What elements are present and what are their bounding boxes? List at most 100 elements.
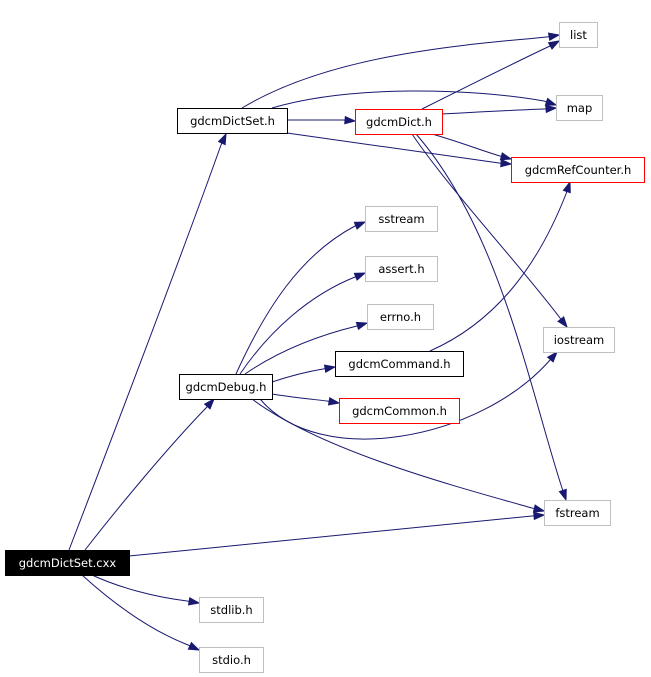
edge-line: [128, 515, 533, 557]
node-box: [199, 647, 264, 673]
node-label: sstream: [378, 212, 424, 226]
node-label: gdcmDictSet.cxx: [19, 556, 117, 570]
edge-connector: [531, 507, 535, 510]
node-box: [556, 95, 603, 121]
edge-connector: [205, 406, 208, 409]
arrow-head: [500, 158, 513, 168]
node-fstream: fstream: [544, 500, 611, 526]
node-dict-h[interactable]: gdcmDict.h: [355, 109, 443, 135]
node-label: gdcmCommand.h: [348, 357, 450, 371]
edges: [68, 32, 571, 651]
edge-debug-h-to-common-h: [271, 393, 341, 406]
edge-connector: [559, 317, 562, 320]
node-label: errno.h: [380, 310, 421, 324]
node-label: gdcmDict.h: [366, 115, 432, 129]
arrow-head: [545, 104, 558, 114]
edge-line: [431, 133, 501, 157]
node-label: gdcmRefCounter.h: [525, 163, 632, 177]
node-assert-h: assert.h: [365, 256, 438, 282]
node-label: gdcmDictSet.h: [190, 114, 275, 128]
edge-connector: [220, 142, 223, 146]
node-box: [511, 157, 645, 183]
edge-dict-h-to-iostream: [411, 133, 568, 329]
node-label: fstream: [555, 506, 599, 520]
node-label: list: [570, 28, 587, 42]
edge-line: [244, 325, 358, 375]
node-box: [335, 351, 464, 377]
edge-root-to-debug-h: [84, 397, 215, 551]
node-box: [355, 109, 443, 135]
edge-dict-h-to-refcounter-h: [431, 133, 513, 161]
node-label: gdcmCommon.h: [352, 404, 447, 418]
edge-command-h-to-refcounter-h: [429, 180, 571, 352]
node-errno-h: errno.h: [367, 304, 434, 330]
edge-line: [91, 574, 188, 602]
arrow-head: [323, 364, 337, 373]
edge-line: [421, 45, 551, 110]
arrow-head: [547, 32, 561, 41]
arrow-head: [327, 397, 341, 406]
node-debug-h[interactable]: gdcmDebug.h: [179, 374, 273, 400]
node-dictset-h[interactable]: gdcmDictSet.h: [177, 108, 288, 134]
edge-line: [429, 193, 567, 352]
edge-line: [286, 132, 500, 164]
edge-line: [84, 407, 207, 551]
edge-line: [68, 144, 222, 551]
edge-dictset-h-to-list: [241, 32, 561, 109]
node-box: [365, 206, 438, 232]
node-root[interactable]: gdcmDictSet.cxx: [5, 550, 130, 576]
edge-connector: [543, 100, 547, 103]
node-box: [367, 304, 434, 330]
edge-root-to-stdlib-h: [91, 574, 201, 606]
edge-dict-h-to-fstream: [415, 133, 567, 502]
arrow-head: [533, 511, 546, 521]
edge-line: [81, 574, 189, 646]
node-iostream: iostream: [543, 327, 615, 353]
node-label: stdlib.h: [210, 603, 252, 617]
arrow-head: [187, 597, 201, 606]
node-box: [199, 597, 264, 623]
edge-connector: [565, 191, 568, 195]
arrow-head: [344, 115, 357, 125]
node-label: gdcmDebug.h: [186, 380, 267, 394]
node-box: [559, 22, 598, 48]
arrow-head: [499, 152, 513, 161]
node-command-h[interactable]: gdcmCommand.h: [335, 351, 464, 377]
edge-line: [239, 276, 356, 375]
edge-debug-h-to-fstream: [251, 398, 546, 513]
arrow-head: [557, 316, 568, 329]
node-stdlib-h: stdlib.h: [199, 597, 264, 623]
node-box: [179, 374, 273, 400]
edge-debug-h-to-assert-h: [239, 272, 367, 375]
node-label: iostream: [554, 333, 605, 347]
node-box: [339, 398, 460, 424]
node-box: [543, 327, 615, 353]
edge-connector: [561, 487, 564, 491]
arrow-head: [558, 488, 567, 502]
edge-root-to-dictset-h: [68, 132, 227, 551]
edge-line: [241, 36, 548, 109]
arrow-head: [562, 180, 571, 194]
arrow-head: [217, 132, 227, 146]
node-list: list: [559, 22, 598, 48]
edge-dictset-h-to-dict-h: [287, 115, 357, 125]
edge-root-to-stdio-h: [81, 574, 201, 651]
node-label: stdio.h: [212, 653, 251, 667]
edge-line: [235, 225, 356, 375]
edge-line: [271, 90, 545, 109]
edge-line: [415, 133, 563, 489]
edge-line: [271, 393, 328, 402]
node-label: map: [567, 101, 593, 115]
edge-root-to-fstream: [128, 511, 546, 557]
arrow-head: [355, 321, 369, 331]
edge-debug-h-to-errno-h: [244, 321, 369, 375]
node-label: assert.h: [378, 262, 424, 276]
edge-dictset-h-to-map: [271, 90, 558, 109]
edge-debug-h-to-command-h: [271, 364, 337, 383]
node-sstream: sstream: [365, 206, 438, 232]
node-common-h[interactable]: gdcmCommon.h: [339, 398, 460, 424]
edge-line: [411, 133, 561, 319]
arrow-head: [353, 221, 367, 230]
node-refcounter-h[interactable]: gdcmRefCounter.h: [511, 157, 645, 183]
